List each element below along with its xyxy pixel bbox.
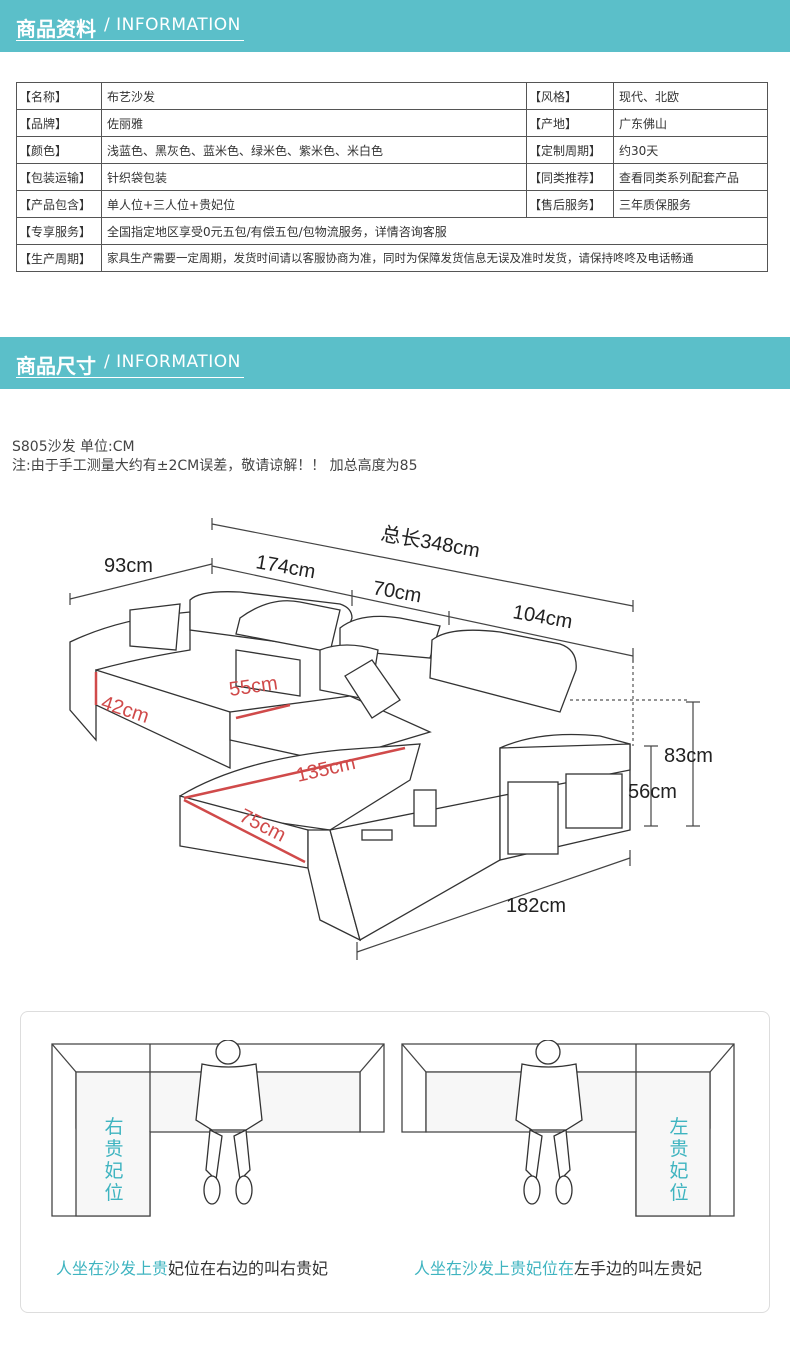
label-83: 83cm xyxy=(664,745,713,767)
banner-underline xyxy=(16,40,244,41)
info-key: 【生产周期】 xyxy=(16,244,102,272)
info-value: 广东佛山 xyxy=(613,109,768,137)
orientation-explainer-box xyxy=(20,1011,770,1313)
info-value: 现代、北欧 xyxy=(613,82,768,110)
size-model-note: S805沙发 单位:CM xyxy=(12,439,135,455)
size-error-note: 注:由于手工测量大约有±2CM误差，敬请谅解！！ 加总高度为85 xyxy=(12,458,418,474)
info-key: 【同类推荐】 xyxy=(526,163,614,191)
person-figure xyxy=(195,1040,263,1205)
red-measure-lines xyxy=(94,672,406,864)
table-row: 【生产周期】 家具生产需要一定周期，发货时间请以客服协商为准，同时为保障发货信息… xyxy=(16,244,768,272)
dimension-lines xyxy=(69,518,700,960)
info-key: 【包装运输】 xyxy=(16,163,102,191)
product-info-table: 【名称】 布艺沙发 【风格】 现代、北欧 【品牌】 佐丽雅 【产地】 广东佛山 … xyxy=(16,82,768,272)
table-row: 【包装运输】 针织袋包装 【同类推荐】 查看同类系列配套产品 xyxy=(16,163,768,191)
caption-right-chaise: 人坐在沙发上贵妃位在右边的叫右贵妃 xyxy=(56,1255,328,1279)
guide-lines xyxy=(570,660,690,746)
info-value: 布艺沙发 xyxy=(101,82,527,110)
info-value: 查看同类系列配套产品 xyxy=(613,163,768,191)
label-total-length: 总长348cm xyxy=(379,522,482,562)
info-value: 佐丽雅 xyxy=(101,109,527,137)
info-value: 约30天 xyxy=(613,136,768,164)
caption-text: 左手边的叫左贵妃 xyxy=(574,1259,703,1278)
label-182: 182cm xyxy=(506,895,566,917)
section-banner-info: 商品资料 / INFORMATION xyxy=(0,0,790,52)
info-key: 【定制周期】 xyxy=(526,136,614,164)
section-banner-size: 商品尺寸 / INFORMATION xyxy=(0,337,790,389)
info-key: 【颜色】 xyxy=(16,136,102,164)
info-key: 【品牌】 xyxy=(16,109,102,137)
table-row: 【品牌】 佐丽雅 【产地】 广东佛山 xyxy=(16,109,768,137)
right-chaise-label: 右贵妃位 xyxy=(104,1116,124,1204)
info-value: 三年质保服务 xyxy=(613,190,768,218)
right-chaise-label-text: 右贵妃位 xyxy=(104,1116,124,1204)
table-row: 【产品包含】 单人位+三人位+贵妃位 【售后服务】 三年质保服务 xyxy=(16,190,768,218)
left-chaise-label-text: 左贵妃位 xyxy=(669,1116,689,1204)
label-174: 174cm xyxy=(254,551,317,583)
plan-outline xyxy=(401,1043,735,1217)
right-chaise-plan xyxy=(51,1040,385,1217)
info-key: 【售后服务】 xyxy=(526,190,614,218)
info-key: 【名称】 xyxy=(16,82,102,110)
info-value: 家具生产需要一定周期，发货时间请以客服协商为准，同时为保障发货信息无误及准时发货… xyxy=(101,244,768,272)
banner-title: 商品尺寸 xyxy=(16,354,96,378)
info-key: 【产品包含】 xyxy=(16,190,102,218)
banner-subtitle: / INFORMATION xyxy=(104,352,241,372)
label-104: 104cm xyxy=(511,601,574,633)
left-chaise-plan xyxy=(401,1040,735,1217)
info-value: 针织袋包装 xyxy=(101,163,527,191)
table-row: 【名称】 布艺沙发 【风格】 现代、北欧 xyxy=(16,82,768,110)
banner-title: 商品资料 xyxy=(16,17,96,41)
caption-left-chaise: 人坐在沙发上贵妃位在左手边的叫左贵妃 xyxy=(414,1255,702,1279)
label-93: 93cm xyxy=(104,555,153,577)
info-key: 【风格】 xyxy=(526,82,614,110)
info-key: 【专享服务】 xyxy=(16,217,102,245)
info-key: 【产地】 xyxy=(526,109,614,137)
sofa-dimension-drawing: 总长348cm 93cm 174cm 70cm 104cm 83cm 56cm … xyxy=(69,518,713,960)
info-value: 浅蓝色、黑灰色、蓝米色、绿米色、紫米色、米白色 xyxy=(101,136,527,164)
caption-text: 妃位在右边的叫右贵妃 xyxy=(168,1259,329,1278)
caption-highlight: 人坐在沙发上贵 xyxy=(56,1259,169,1278)
label-70: 70cm xyxy=(371,577,423,607)
banner-underline xyxy=(16,377,244,378)
banner-subtitle: / INFORMATION xyxy=(104,15,241,35)
label-56: 56cm xyxy=(628,781,677,803)
plan-outline xyxy=(51,1043,385,1217)
table-row: 【颜色】 浅蓝色、黑灰色、蓝米色、绿米色、紫米色、米白色 【定制周期】 约30天 xyxy=(16,136,768,164)
info-value: 单人位+三人位+贵妃位 xyxy=(101,190,527,218)
person-figure xyxy=(515,1040,583,1205)
caption-highlight: 人坐在沙发上贵妃位在 xyxy=(414,1259,575,1278)
info-value: 全国指定地区享受0元五包/有偿五包/包物流服务，详情咨询客服 xyxy=(101,217,768,245)
left-chaise-label: 左贵妃位 xyxy=(669,1116,689,1204)
table-row: 【专享服务】 全国指定地区享受0元五包/有偿五包/包物流服务，详情咨询客服 xyxy=(16,217,768,245)
